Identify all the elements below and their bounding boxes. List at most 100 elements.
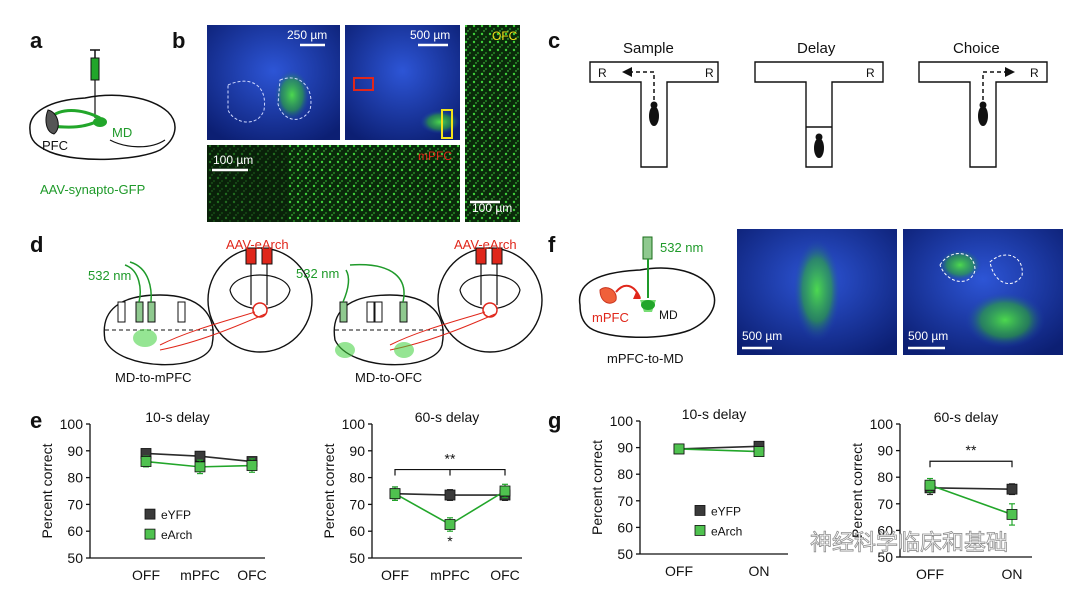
label-laser: 532 nm	[660, 240, 703, 255]
fiber-cable	[129, 261, 152, 303]
x-tick-label: OFC	[237, 567, 267, 583]
maze-reward-label: R	[598, 66, 607, 80]
path-arrow	[982, 71, 1007, 100]
series-line-eYFP	[929, 487, 1013, 490]
data-point-eArch	[753, 446, 765, 457]
y-axis-label: Percent correct	[321, 443, 337, 538]
data-point-eArch	[924, 479, 936, 491]
projection-path	[389, 311, 486, 346]
panel-letter-b: b	[172, 28, 185, 53]
panel-letter-f: f	[548, 232, 556, 257]
caption-md-to-mpfc: MD-to-mPFC	[115, 370, 192, 385]
panel-c-tmaze	[589, 61, 1048, 168]
optic-fiber-icon	[399, 301, 408, 323]
panel-d-schematic	[103, 247, 543, 366]
pfc-region	[45, 109, 59, 135]
optic-fiber-icon	[366, 301, 375, 323]
x-tick-label: OFC	[490, 567, 520, 583]
maze-reward-label: R	[1030, 66, 1039, 80]
data-point-eArch	[140, 456, 152, 467]
label-laser-left: 532 nm	[88, 268, 131, 283]
data-point-eArch	[444, 519, 456, 530]
fiber-cable	[124, 264, 141, 303]
y-tick-label: 90	[67, 443, 83, 459]
series-line-eArch	[678, 448, 760, 453]
fiber-cable	[349, 263, 405, 303]
significance-label: *	[447, 533, 453, 549]
illumination-cone	[394, 342, 414, 358]
brain-coronal-back	[437, 247, 543, 353]
panel-letters: a b c d f e g	[30, 28, 561, 433]
arrow-head-icon	[622, 67, 632, 77]
panel-letter-g: g	[548, 408, 561, 433]
series-line-eArch	[929, 484, 1013, 516]
mouse-icon	[978, 106, 988, 126]
y-tick-label: 70	[617, 493, 633, 509]
panel-letter-d: d	[30, 232, 43, 257]
data-point-eArch	[1006, 509, 1018, 520]
y-tick-label: 70	[349, 496, 365, 512]
data-point-eYFP	[444, 489, 456, 501]
tmaze-outline	[754, 61, 884, 168]
panel-b-micrographs: 250 µm 500 µm OFC 100 µm mPFC 100 µm	[207, 25, 520, 222]
label-delay: Delay	[797, 40, 836, 57]
x-tick-label: ON	[1002, 566, 1023, 582]
panel-letter-c: c	[548, 28, 560, 53]
legend-label-eYFP: eYFP	[711, 504, 741, 518]
ofc-box	[441, 109, 453, 139]
y-tick-label: 90	[617, 440, 633, 456]
mouse-icon	[815, 133, 823, 141]
mouse-icon	[814, 138, 824, 158]
arrow-head-icon	[1005, 67, 1015, 77]
label-md: MD	[112, 125, 132, 140]
mouse-icon	[650, 101, 658, 109]
y-tick-label: 80	[877, 469, 893, 485]
legend-swatch-eArch	[144, 528, 156, 540]
label-mpfc: mPFC	[592, 310, 629, 325]
maze-reward-label: R	[705, 66, 714, 80]
optic-fiber-icon	[135, 301, 144, 323]
label-choice: Choice	[953, 40, 1000, 57]
legend-label-eArch: eArch	[711, 524, 742, 538]
label-mpfc: mPFC	[418, 149, 452, 163]
label-md: MD	[659, 308, 678, 322]
x-tick-label: OFF	[665, 563, 693, 579]
y-tick-label: 90	[877, 443, 893, 459]
illumination-cone	[335, 342, 355, 358]
y-tick-label: 60	[617, 519, 633, 535]
y-tick-label: 90	[349, 443, 365, 459]
label-virus-right: AAV-eArch	[454, 237, 517, 252]
significance-bracket	[929, 460, 1013, 468]
optic-fiber-icon	[642, 236, 653, 260]
y-tick-label: 50	[349, 550, 365, 566]
scale-label-2: 500 µm	[410, 28, 450, 42]
projection-path	[159, 311, 256, 346]
micrograph-ofc	[465, 25, 520, 222]
x-tick-label: mPFC	[430, 567, 470, 583]
micrograph-md	[207, 25, 340, 140]
optic-fiber-icon	[339, 301, 348, 323]
panel-letter-e: e	[30, 408, 42, 433]
watermark: 神经科学临床和基础	[810, 531, 1008, 556]
label-laser-right: 532 nm	[296, 266, 339, 281]
legend-label-eArch: eArch	[161, 528, 192, 542]
md-region	[93, 117, 107, 127]
cerebellum-line	[109, 139, 166, 148]
data-point-eArch	[194, 461, 206, 473]
panel-letter-a: a	[30, 28, 43, 53]
y-tick-label: 100	[60, 416, 84, 432]
chart-title: 60-s delay	[415, 409, 480, 425]
y-tick-label: 70	[877, 496, 893, 512]
y-tick-label: 50	[67, 550, 83, 566]
y-axis-label: Percent correct	[589, 440, 605, 535]
label-pfc: PFC	[42, 138, 68, 153]
label-ofc: OFC	[492, 29, 518, 43]
mpfc-box	[353, 77, 374, 91]
chart-title: 60-s delay	[934, 409, 999, 425]
data-point-eArch	[499, 485, 511, 497]
optic-fiber-icon	[147, 301, 156, 323]
illumination-cone	[133, 329, 157, 347]
x-tick-label: mPFC	[180, 567, 220, 583]
y-tick-label: 70	[67, 496, 83, 512]
